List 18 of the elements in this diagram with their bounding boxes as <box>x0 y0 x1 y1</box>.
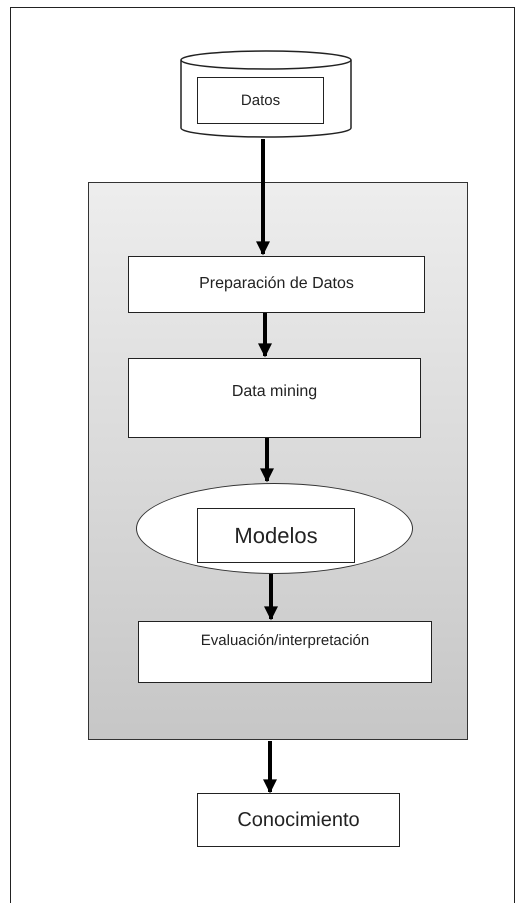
process-box <box>197 793 400 847</box>
node-label: Datos <box>240 92 280 110</box>
process-box <box>138 621 432 683</box>
arrow <box>258 313 272 358</box>
arrow <box>263 741 277 794</box>
node-label: Modelos <box>234 522 318 548</box>
process-box <box>128 358 421 438</box>
process-panel <box>88 182 468 740</box>
node-label: Conocimiento <box>237 808 360 832</box>
arrow <box>264 574 278 620</box>
process-box <box>197 508 355 563</box>
node-label: Data mining <box>232 383 318 402</box>
arrow <box>260 438 274 482</box>
node-label: Evaluación/interpretación <box>200 632 370 650</box>
node-label: Preparación de Datos <box>199 275 354 294</box>
process-box <box>128 256 425 313</box>
process-box <box>197 77 324 124</box>
arrow <box>256 139 270 256</box>
